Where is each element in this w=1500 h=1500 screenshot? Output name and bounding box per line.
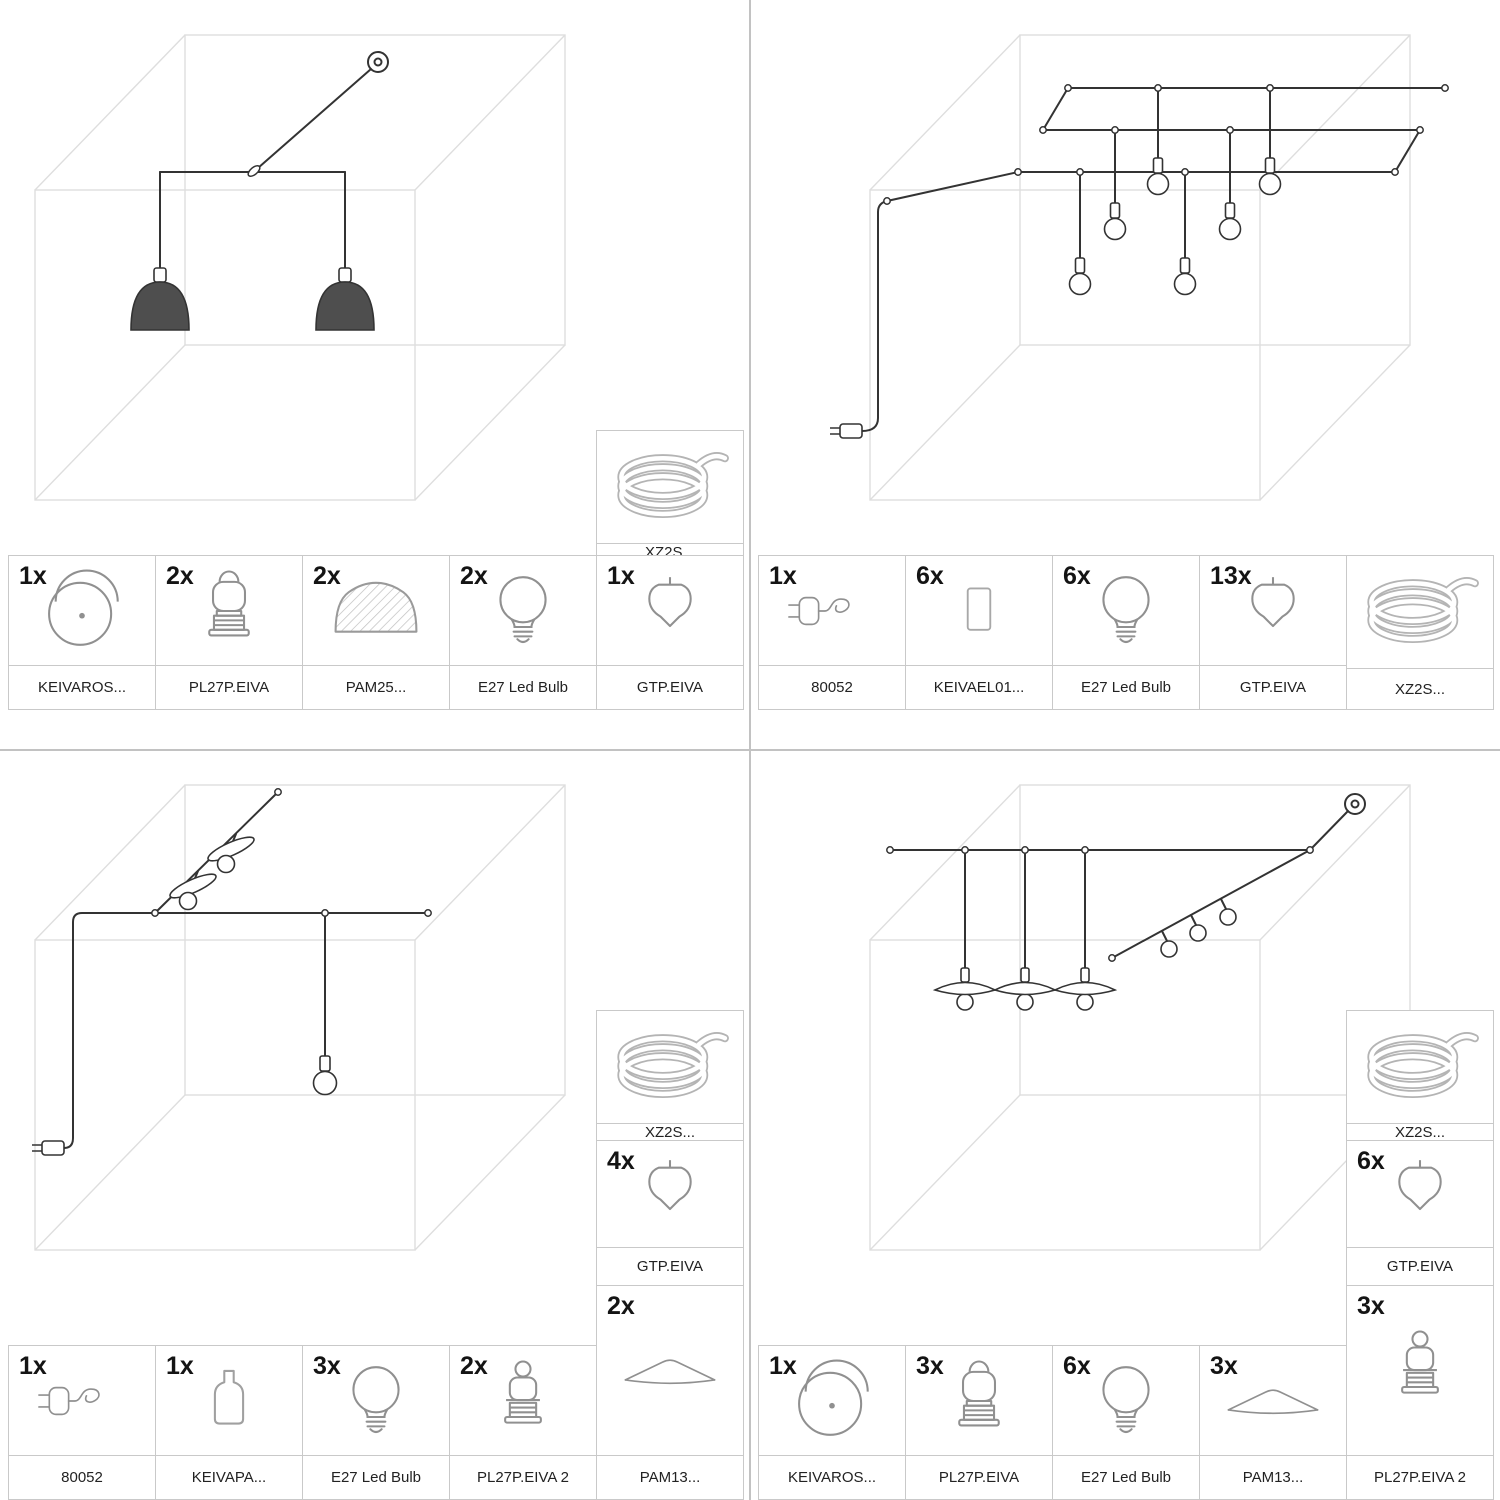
kit-panel-3: XZ2S... 4x GTP.EIVA 2x PAM13... 1x 80052… bbox=[0, 750, 750, 1500]
part-cell-ceiling-rose: 1x KEIVAROS... bbox=[8, 555, 156, 710]
part-code: KEIVAEL01... bbox=[906, 665, 1052, 709]
part-cell-cable-holder: 4x GTP.EIVA bbox=[596, 1140, 744, 1286]
part-code: PAM13... bbox=[1200, 1455, 1346, 1499]
part-code: XZ2S... bbox=[1347, 668, 1493, 709]
part-code: GTP.EIVA bbox=[1347, 1247, 1493, 1285]
part-quantity: 2x bbox=[313, 562, 341, 590]
part-cell-plug: 1x 80052 bbox=[758, 555, 906, 710]
part-cell-dome-shade: 2x PAM25... bbox=[302, 555, 450, 710]
cable-coil-icon bbox=[597, 1011, 743, 1123]
part-quantity: 2x bbox=[166, 562, 194, 590]
kit-panel-2: 1x 80052 6x KEIVAEL01... 6x E27 Led Bulb… bbox=[750, 0, 1500, 750]
quadrant-divider-horizontal bbox=[0, 749, 1500, 751]
part-cell-ceiling-rose: 1x KEIVAROS... bbox=[758, 1345, 906, 1500]
part-code: PL27P.EIVA 2 bbox=[1347, 1455, 1493, 1499]
part-cell-cable-holder: 6x GTP.EIVA bbox=[1346, 1140, 1494, 1286]
part-cell-cable-holder: 13x GTP.EIVA bbox=[1199, 555, 1347, 710]
part-quantity: 6x bbox=[1063, 562, 1091, 590]
part-quantity: 3x bbox=[916, 1352, 944, 1380]
part-code: PL27P.EIVA bbox=[156, 665, 302, 709]
installation-diagram-kit-4 bbox=[869, 784, 1411, 1251]
part-code: KEIVAROS... bbox=[759, 1455, 905, 1499]
part-code: 80052 bbox=[759, 665, 905, 709]
part-quantity: 6x bbox=[1063, 1352, 1091, 1380]
cable-coil-icon bbox=[1347, 556, 1493, 668]
part-cell-lamp-holder: 2x PL27P.EIVA bbox=[155, 555, 303, 710]
part-cell-bottle: 1x KEIVAPA... bbox=[155, 1345, 303, 1500]
part-code: E27 Led Bulb bbox=[450, 665, 596, 709]
cable-coil-icon bbox=[1347, 1011, 1493, 1123]
part-code: GTP.EIVA bbox=[597, 665, 743, 709]
part-code: E27 Led Bulb bbox=[303, 1455, 449, 1499]
part-cell-bulb: 2x E27 Led Bulb bbox=[449, 555, 597, 710]
part-code: PL27P.EIVA bbox=[906, 1455, 1052, 1499]
installation-diagram-kit-2 bbox=[830, 34, 1449, 501]
installation-diagram-kit-3 bbox=[32, 784, 566, 1251]
part-code: GTP.EIVA bbox=[1200, 665, 1346, 709]
part-cell-saucer-shade: 2x PAM13... bbox=[596, 1285, 744, 1500]
part-quantity: 1x bbox=[19, 562, 47, 590]
part-quantity: 6x bbox=[1357, 1147, 1385, 1175]
part-code: XZ2S... bbox=[597, 1123, 743, 1141]
part-quantity: 3x bbox=[1357, 1292, 1385, 1320]
part-cell-lamp-holder-hook: 3x PL27P.EIVA 2 bbox=[1346, 1285, 1494, 1500]
kit-panel-1: XZ2S... 1x KEIVAROS... 2x PL27P.EIVA 2x … bbox=[0, 0, 750, 750]
parts-row: 1x KEIVAROS... 2x PL27P.EIVA 2x PAM25...… bbox=[8, 555, 744, 710]
part-quantity: 3x bbox=[1210, 1352, 1238, 1380]
part-quantity: 13x bbox=[1210, 562, 1252, 590]
part-cell-bulb: 6x E27 Led Bulb bbox=[1052, 555, 1200, 710]
part-quantity: 3x bbox=[313, 1352, 341, 1380]
cable-coil-icon bbox=[597, 431, 743, 543]
kit-panel-4: XZ2S... 6x GTP.EIVA 3x PL27P.EIVA 2 1x K… bbox=[750, 750, 1500, 1500]
part-code: GTP.EIVA bbox=[597, 1247, 743, 1285]
part-quantity: 4x bbox=[607, 1147, 635, 1175]
part-code: PL27P.EIVA 2 bbox=[450, 1455, 596, 1499]
part-code: XZ2S... bbox=[1347, 1123, 1493, 1141]
part-quantity: 2x bbox=[460, 1352, 488, 1380]
part-cell-lamp-holder-hook: 2x PL27P.EIVA 2 bbox=[449, 1345, 597, 1500]
part-quantity: 1x bbox=[769, 562, 797, 590]
part-code: KEIVAROS... bbox=[9, 665, 155, 709]
part-cell-cable-holder: 1x GTP.EIVA bbox=[596, 555, 744, 710]
part-quantity: 1x bbox=[166, 1352, 194, 1380]
part-code: E27 Led Bulb bbox=[1053, 665, 1199, 709]
part-quantity: 6x bbox=[916, 562, 944, 590]
part-code: 80052 bbox=[9, 1455, 155, 1499]
part-code: PAM25... bbox=[303, 665, 449, 709]
installation-diagram-kit-1 bbox=[34, 34, 566, 501]
part-cell-cable: XZ2S... bbox=[1346, 1010, 1494, 1141]
part-quantity: 1x bbox=[769, 1352, 797, 1380]
part-cell-bulb: 3x E27 Led Bulb bbox=[302, 1345, 450, 1500]
part-code: KEIVAPA... bbox=[156, 1455, 302, 1499]
part-quantity: 2x bbox=[460, 562, 488, 590]
part-code: E27 Led Bulb bbox=[1053, 1455, 1199, 1499]
part-quantity: 1x bbox=[607, 562, 635, 590]
part-cell-cable: XZ2S... bbox=[596, 430, 744, 561]
part-cell-bulb: 6x E27 Led Bulb bbox=[1052, 1345, 1200, 1500]
parts-row: 1x 80052 6x KEIVAEL01... 6x E27 Led Bulb… bbox=[758, 555, 1494, 710]
part-cell-plug: 1x 80052 bbox=[8, 1345, 156, 1500]
part-cell-cable: XZ2S... bbox=[1346, 555, 1494, 710]
part-cell-saucer-shade: 3x PAM13... bbox=[1199, 1345, 1347, 1500]
parts-row: 1x KEIVAROS... 3x PL27P.EIVA 6x E27 Led … bbox=[758, 1345, 1347, 1500]
part-code: PAM13... bbox=[597, 1455, 743, 1499]
part-quantity: 2x bbox=[607, 1292, 635, 1320]
parts-row: 1x 80052 1x KEIVAPA... 3x E27 Led Bulb 2… bbox=[8, 1345, 597, 1500]
part-cell-mounting-block: 6x KEIVAEL01... bbox=[905, 555, 1053, 710]
part-quantity: 1x bbox=[19, 1352, 47, 1380]
part-cell-lamp-holder: 3x PL27P.EIVA bbox=[905, 1345, 1053, 1500]
part-cell-cable: XZ2S... bbox=[596, 1010, 744, 1141]
